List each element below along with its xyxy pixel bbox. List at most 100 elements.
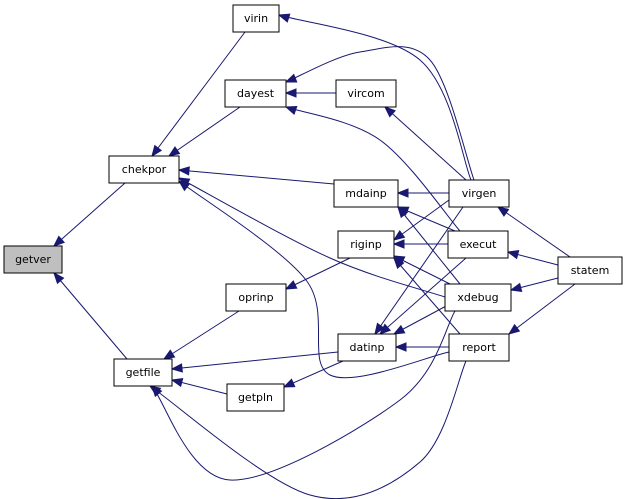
edge-execut-to-riginp-arrowhead <box>392 239 405 249</box>
edge-virin-to-chekpor-arrowhead <box>151 144 163 158</box>
node-oprinp[interactable]: oprinp <box>225 283 287 312</box>
node-dayest[interactable]: dayest <box>224 79 287 108</box>
node-xdebug-label: xdebug <box>457 291 498 304</box>
node-getpln-label: getpln <box>238 391 273 404</box>
edge-dayest-to-chekpor-arrowhead <box>167 146 181 157</box>
node-riginp[interactable]: riginp <box>337 230 395 259</box>
node-datinp-label: datinp <box>349 341 384 354</box>
edge-xdebug-to-mdainp-arrowhead <box>397 205 409 219</box>
node-getver-label: getver <box>15 253 51 266</box>
node-virgen-label: virgen <box>462 187 497 200</box>
edge-virgen-to-vircom-line <box>384 106 467 181</box>
edge-virgen-to-vircom-arrowhead <box>383 106 396 118</box>
edge-xdebug-to-getfile <box>151 310 456 481</box>
node-report-label: report <box>462 341 496 354</box>
edge-datinp-to-getfile-line <box>171 351 339 370</box>
edge-chekpor-to-getver-arrowhead <box>52 235 65 247</box>
edge-statem-to-virgen-line <box>497 206 571 258</box>
node-getpln[interactable]: getpln <box>226 383 285 412</box>
edge-virin-to-chekpor <box>151 31 246 158</box>
edge-mdainp-to-chekpor-line <box>178 169 335 185</box>
edge-report-to-getfile-line <box>149 360 467 499</box>
edge-xdebug-to-datinp-arrowhead <box>392 324 406 335</box>
node-report[interactable]: report <box>448 333 510 362</box>
edge-statem-to-xdebug-arrowhead <box>509 282 523 292</box>
edge-virin-to-chekpor-line <box>151 31 246 157</box>
edge-statem-to-xdebug <box>509 277 559 292</box>
edge-report-to-riginp-arrowhead <box>393 256 405 270</box>
edge-execut-to-dayest <box>284 106 461 232</box>
edge-statem-to-execut <box>506 250 559 266</box>
edge-virgen-to-datinp-line <box>374 206 464 335</box>
edge-report-to-getfile-arrowhead <box>148 385 162 396</box>
node-mdainp-label: mdainp <box>345 187 386 200</box>
edge-mdainp-to-chekpor-arrowhead <box>177 166 190 176</box>
edge-mdainp-to-chekpor <box>177 166 335 185</box>
edge-execut-to-datinp <box>378 257 467 335</box>
edge-xdebug-to-mdainp <box>397 205 461 285</box>
edge-riginp-to-oprinp-line <box>285 257 351 290</box>
edge-execut-to-datinp-line <box>379 257 467 335</box>
edge-report-to-riginp-line <box>393 257 461 335</box>
node-chekpor[interactable]: chekpor <box>108 155 180 184</box>
edge-execut-to-dayest-line <box>285 106 461 232</box>
edge-chekpor-to-getver <box>52 182 126 247</box>
edge-datinp-to-getpln-line <box>283 360 344 388</box>
edge-xdebug-to-mdainp-line <box>397 206 461 285</box>
edge-oprinp-to-getfile-arrowhead <box>162 349 176 360</box>
edge-report-to-chekpor-line <box>178 180 450 379</box>
edge-virgen-to-dayest-arrowhead <box>284 73 298 83</box>
edge-virgen-to-dayest <box>284 46 475 181</box>
edge-vircom-to-dayest <box>284 88 336 98</box>
edge-statem-to-report-arrowhead <box>507 323 521 335</box>
edge-datinp-to-getpln <box>282 360 344 388</box>
edge-virgen-to-virin-line <box>278 14 472 181</box>
edge-virgen-to-virin-arrowhead <box>277 13 291 23</box>
edge-virgen-to-riginp-arrowhead <box>392 229 406 241</box>
node-mdainp[interactable]: mdainp <box>333 179 399 208</box>
edge-getfile-to-getver-line <box>53 272 128 360</box>
edge-virgen-to-riginp-line <box>393 199 450 241</box>
node-getver[interactable]: getver <box>3 245 63 274</box>
edge-report-to-datinp <box>394 342 449 352</box>
node-execut[interactable]: execut <box>447 230 509 259</box>
edge-statem-to-virgen-arrowhead <box>496 206 510 217</box>
node-virin-label: virin <box>244 12 268 25</box>
edge-virgen-to-virin <box>277 13 472 181</box>
edges-layer <box>52 13 576 499</box>
edge-xdebug-to-getfile-line <box>151 310 456 481</box>
node-xdebug[interactable]: xdebug <box>444 283 512 312</box>
edge-statem-to-virgen <box>496 206 571 258</box>
node-virin[interactable]: virin <box>232 4 280 33</box>
edge-riginp-to-oprinp-arrowhead <box>284 280 298 290</box>
edge-virgen-to-datinp-arrowhead <box>374 322 385 336</box>
edge-report-to-datinp-arrowhead <box>394 342 407 352</box>
edge-report-to-riginp <box>393 256 461 335</box>
edge-getpln-to-getfile-arrowhead <box>170 377 184 388</box>
edge-vircom-to-dayest-arrowhead <box>284 88 297 98</box>
node-statem[interactable]: statem <box>557 256 623 285</box>
node-execut-label: execut <box>460 238 498 251</box>
edge-virgen-to-mdainp <box>396 188 449 198</box>
node-chekpor-label: chekpor <box>122 163 167 176</box>
edge-virgen-to-mdainp-arrowhead <box>396 188 409 198</box>
node-riginp-label: riginp <box>350 238 382 251</box>
node-datinp[interactable]: datinp <box>337 333 397 362</box>
edge-oprinp-to-getfile-line <box>163 310 240 360</box>
node-getfile[interactable]: getfile <box>113 358 173 387</box>
node-vircom[interactable]: vircom <box>335 79 397 108</box>
node-virgen[interactable]: virgen <box>448 179 510 208</box>
node-dayest-label: dayest <box>237 87 275 100</box>
edge-dayest-to-chekpor-line <box>168 106 241 157</box>
edge-virgen-to-dayest-line <box>285 46 475 181</box>
edge-getfile-to-getver <box>53 271 128 360</box>
edge-datinp-to-getpln-arrowhead <box>282 378 296 388</box>
edge-oprinp-to-getfile <box>162 310 240 360</box>
edge-execut-to-dayest-arrowhead <box>284 106 298 115</box>
edge-report-to-getfile <box>148 360 467 499</box>
edge-getfile-to-getver-arrowhead <box>53 271 65 285</box>
edge-report-to-chekpor-arrowhead <box>177 180 191 192</box>
edge-getpln-to-getfile <box>170 377 228 395</box>
node-statem-label: statem <box>571 264 610 277</box>
